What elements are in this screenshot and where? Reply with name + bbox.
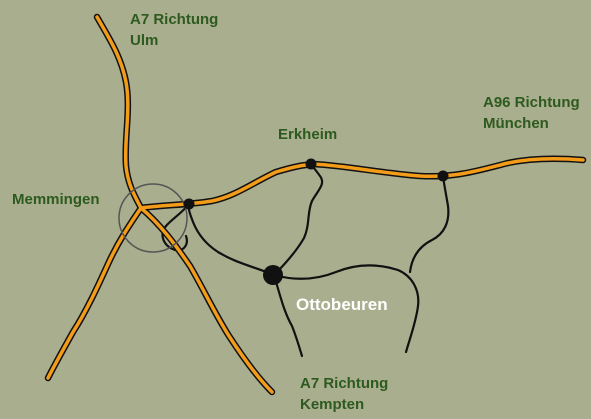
label-a7-kempten-line2: Kempten [300,396,365,413]
junction-erkheim-dot [305,158,317,170]
ottobeuren-town-dot [263,265,283,285]
label-a7-ulm-line2: Ulm [130,32,159,49]
motorway-a96-east-muenchen [139,157,585,210]
memmingen-city-circle [118,183,188,253]
road-ottobeuren-to-erkheim [272,162,324,277]
label-memmingen: Memmingen [12,191,100,208]
motorway-a7-southwest [46,206,143,380]
junction-east-dot [437,170,449,182]
label-a7-richtung-ulm: A7 Richtung Ulm [130,9,218,51]
road-ottobeuren-east [272,264,420,354]
road-ottobeuren-to-kempten [272,273,304,358]
label-a96-line1: A96 Richtung [483,94,580,111]
junction-memmingen-east-dot [183,198,195,210]
label-a7-richtung-kempten: A7 Richtung Kempten [300,373,388,415]
motorway-a7-north-ulm [95,15,143,210]
road-memmingen-loop [161,202,191,252]
road-east-connector [408,174,450,274]
label-a96-richtung-muenchen: A96 Richtung München [483,92,580,134]
label-ottobeuren: Ottobeuren [296,295,388,314]
road-ottobeuren-to-memmingen [187,202,276,277]
motorway-a7-south-kempten [139,206,274,394]
label-a96-line2: München [483,115,549,132]
label-erkheim: Erkheim [278,126,338,143]
label-a7-ulm-line1: A7 Richtung [130,11,219,28]
label-a7-kempten-line1: A7 Richtung [300,375,389,392]
